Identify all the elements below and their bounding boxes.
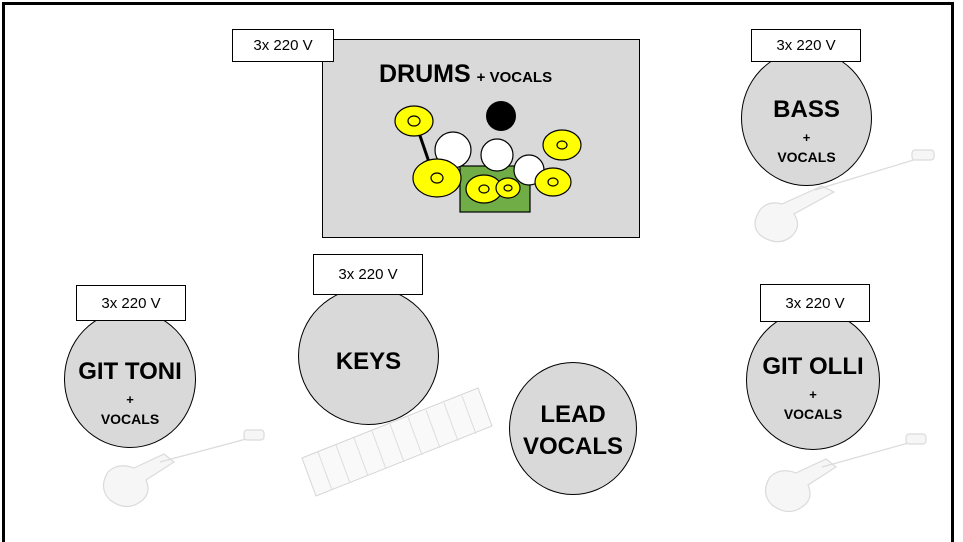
- keys-position: [298, 287, 439, 425]
- keys-label: KEYS: [335, 348, 402, 375]
- power-box-git-toni: 3x 220 V: [76, 285, 186, 321]
- guitar-icon-olli: [764, 433, 927, 513]
- power-box-keys: 3x 220 V: [313, 254, 423, 295]
- bass-label: BASS + VOCALS: [773, 96, 840, 165]
- power-box-drums: 3x 220 V: [232, 29, 334, 62]
- git-olli-position: [746, 310, 880, 450]
- drums-title: DRUMS+ VOCALS: [379, 60, 553, 88]
- git-olli-label: GIT OLLI + VOCALS: [762, 353, 864, 422]
- power-box-bass: 3x 220 V: [751, 29, 861, 62]
- lead-vocals-position: [509, 362, 637, 495]
- lead-vocals-label: LEAD VOCALS: [522, 401, 623, 460]
- bass-guitar-icon: [754, 149, 935, 243]
- keyboard-icon: [301, 387, 493, 497]
- bass-position: [741, 50, 872, 186]
- guitar-icon-toni: [102, 429, 265, 508]
- git-toni-label: GIT TONI + VOCALS: [78, 358, 182, 427]
- power-box-git-olli: 3x 220 V: [760, 284, 870, 322]
